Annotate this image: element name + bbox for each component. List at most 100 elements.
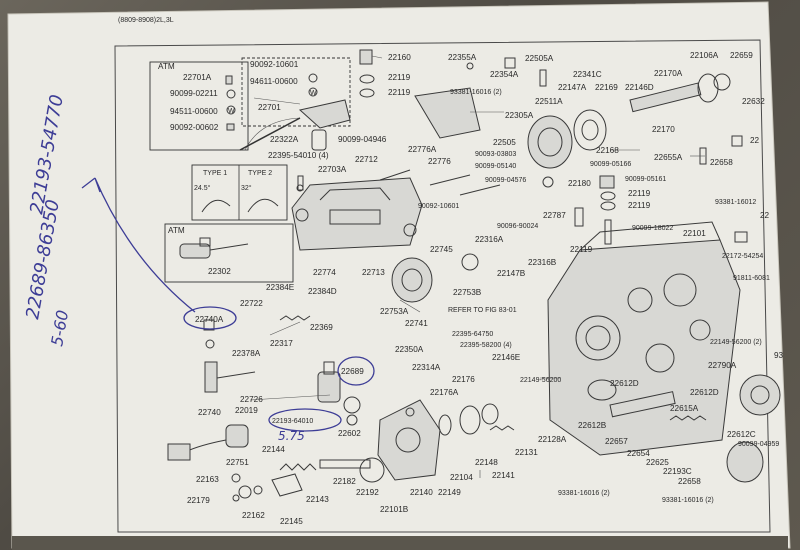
part-label: 22745 — [430, 245, 453, 254]
circle-22689 — [337, 356, 375, 386]
atm-inset-title: ATM — [158, 62, 175, 71]
part-label: 90099-02211 — [170, 89, 218, 98]
part-label: 22659 — [730, 51, 753, 60]
part-label: 93381-16016 (2) — [558, 490, 610, 497]
part-label: 22776 — [428, 157, 451, 166]
part-label: 22712 — [355, 155, 378, 164]
part-label: 90099-05161 — [625, 176, 666, 183]
part-label: 22128A — [538, 435, 567, 444]
part-label: 91811-6081 — [733, 275, 770, 282]
part-label: 22147B — [497, 269, 526, 278]
part-label: 22657 — [605, 437, 628, 446]
part-label: 22182 — [333, 477, 356, 486]
valve-22740 — [203, 319, 256, 393]
top-small-parts — [296, 49, 748, 245]
part-label: 22505A — [525, 54, 554, 63]
header-code: (8809-8908)2L,3L — [118, 17, 174, 24]
part-label: 22169 — [595, 83, 618, 92]
part-label: 22160 — [388, 53, 411, 62]
part-label: 22106A — [690, 51, 719, 60]
part-label: 22612B — [578, 421, 607, 430]
part-label: 22316B — [528, 258, 557, 267]
part-label: 22143 — [306, 495, 329, 504]
part-label: 22787 — [543, 211, 566, 220]
part-label: 22378A — [232, 349, 261, 358]
part-label: 22654 — [627, 449, 650, 458]
part-label: 22689 — [341, 367, 364, 376]
part-label: 22753B — [453, 288, 482, 297]
part-label: 22119 — [628, 201, 651, 210]
part-label: 22701A — [183, 73, 212, 82]
part-label: 90099-04576 — [485, 177, 526, 184]
springs-and-pins — [231, 315, 515, 502]
part-label: 22615A — [670, 404, 699, 413]
drive-shaft — [629, 73, 731, 113]
handwritten-note-4: 5.75 — [278, 429, 305, 443]
part-label: 22602 — [338, 429, 361, 438]
pump-housing — [547, 221, 741, 456]
part-label: 22104 — [450, 473, 473, 482]
part-label: 22612C — [727, 430, 756, 439]
part-label: 22146E — [492, 353, 521, 362]
part-label: 22612D — [690, 388, 719, 397]
regulating-valve — [587, 374, 781, 483]
roller-ring — [527, 109, 607, 169]
part-label: 22180 — [568, 179, 591, 188]
part-label: 22119 — [388, 73, 411, 82]
feed-pump-gear — [391, 253, 479, 303]
fuel-cut-solenoid — [317, 361, 341, 403]
svg-text:W: W — [228, 108, 235, 115]
part-label: 22350A — [395, 345, 424, 354]
part-label: 22384D — [308, 287, 337, 296]
part-label: 22395-64750 — [452, 331, 493, 338]
part-label: 90099-04946 — [338, 135, 387, 144]
part-label: 90092-00602 — [170, 123, 219, 132]
part-label: 22168 — [596, 146, 619, 155]
atm-left-box — [164, 223, 294, 283]
type1-angle: 24.5° — [194, 184, 211, 192]
part-label: 22658 — [678, 477, 701, 486]
part-label: 22726 — [240, 395, 263, 404]
part-label: 90093-03803 — [475, 151, 516, 158]
part-label: 90099-04959 — [738, 441, 779, 448]
part-label: 22172-54254 — [722, 253, 763, 260]
part-label: 22753A — [380, 307, 409, 316]
part-label: 22322A — [270, 135, 299, 144]
part-label: 22740A — [195, 315, 224, 324]
circle-22740a — [183, 306, 237, 330]
sensor-connector — [167, 424, 249, 461]
part-label: 22384E — [266, 283, 295, 292]
part-label: 22314A — [412, 363, 441, 372]
part-label: 22144 — [262, 445, 285, 454]
type1-label: TYPE 1 — [203, 170, 227, 177]
part-label: 22170A — [654, 69, 683, 78]
part-label: 93 — [774, 351, 784, 360]
part-label: 22101B — [380, 505, 409, 514]
handwritten-arrow — [81, 177, 196, 313]
distributor-head — [377, 399, 499, 481]
atm-left-title: ATM — [168, 226, 185, 235]
part-label: 22776A — [408, 145, 437, 154]
part-label: 22145 — [280, 517, 303, 526]
part-label: REFER TO FIG 83-01 — [448, 307, 517, 314]
part-label: 22141 — [492, 471, 515, 480]
part-label: 22317 — [270, 339, 293, 348]
inset-arrow — [239, 117, 301, 151]
part-label: 22192 — [356, 488, 379, 497]
circle-22193-64010 — [268, 408, 342, 432]
part-label: 22176 — [452, 375, 475, 384]
atm-dashed-box — [241, 57, 351, 127]
part-label: 22703A — [318, 165, 347, 174]
part-label: 22505 — [493, 138, 516, 147]
part-label: 22193C — [663, 467, 692, 476]
part-label: 93381-16016 (2) — [450, 89, 502, 96]
part-label: 90099-05166 — [590, 161, 631, 168]
leader-lines — [249, 55, 705, 478]
part-label: 22625 — [646, 458, 669, 467]
part-label: 22658 — [710, 158, 733, 167]
type-inset-box — [191, 164, 288, 221]
part-label: 22395-58200 (4) — [460, 342, 512, 349]
part-label: 22163 — [196, 475, 219, 484]
part-label: 22790A — [708, 361, 737, 370]
